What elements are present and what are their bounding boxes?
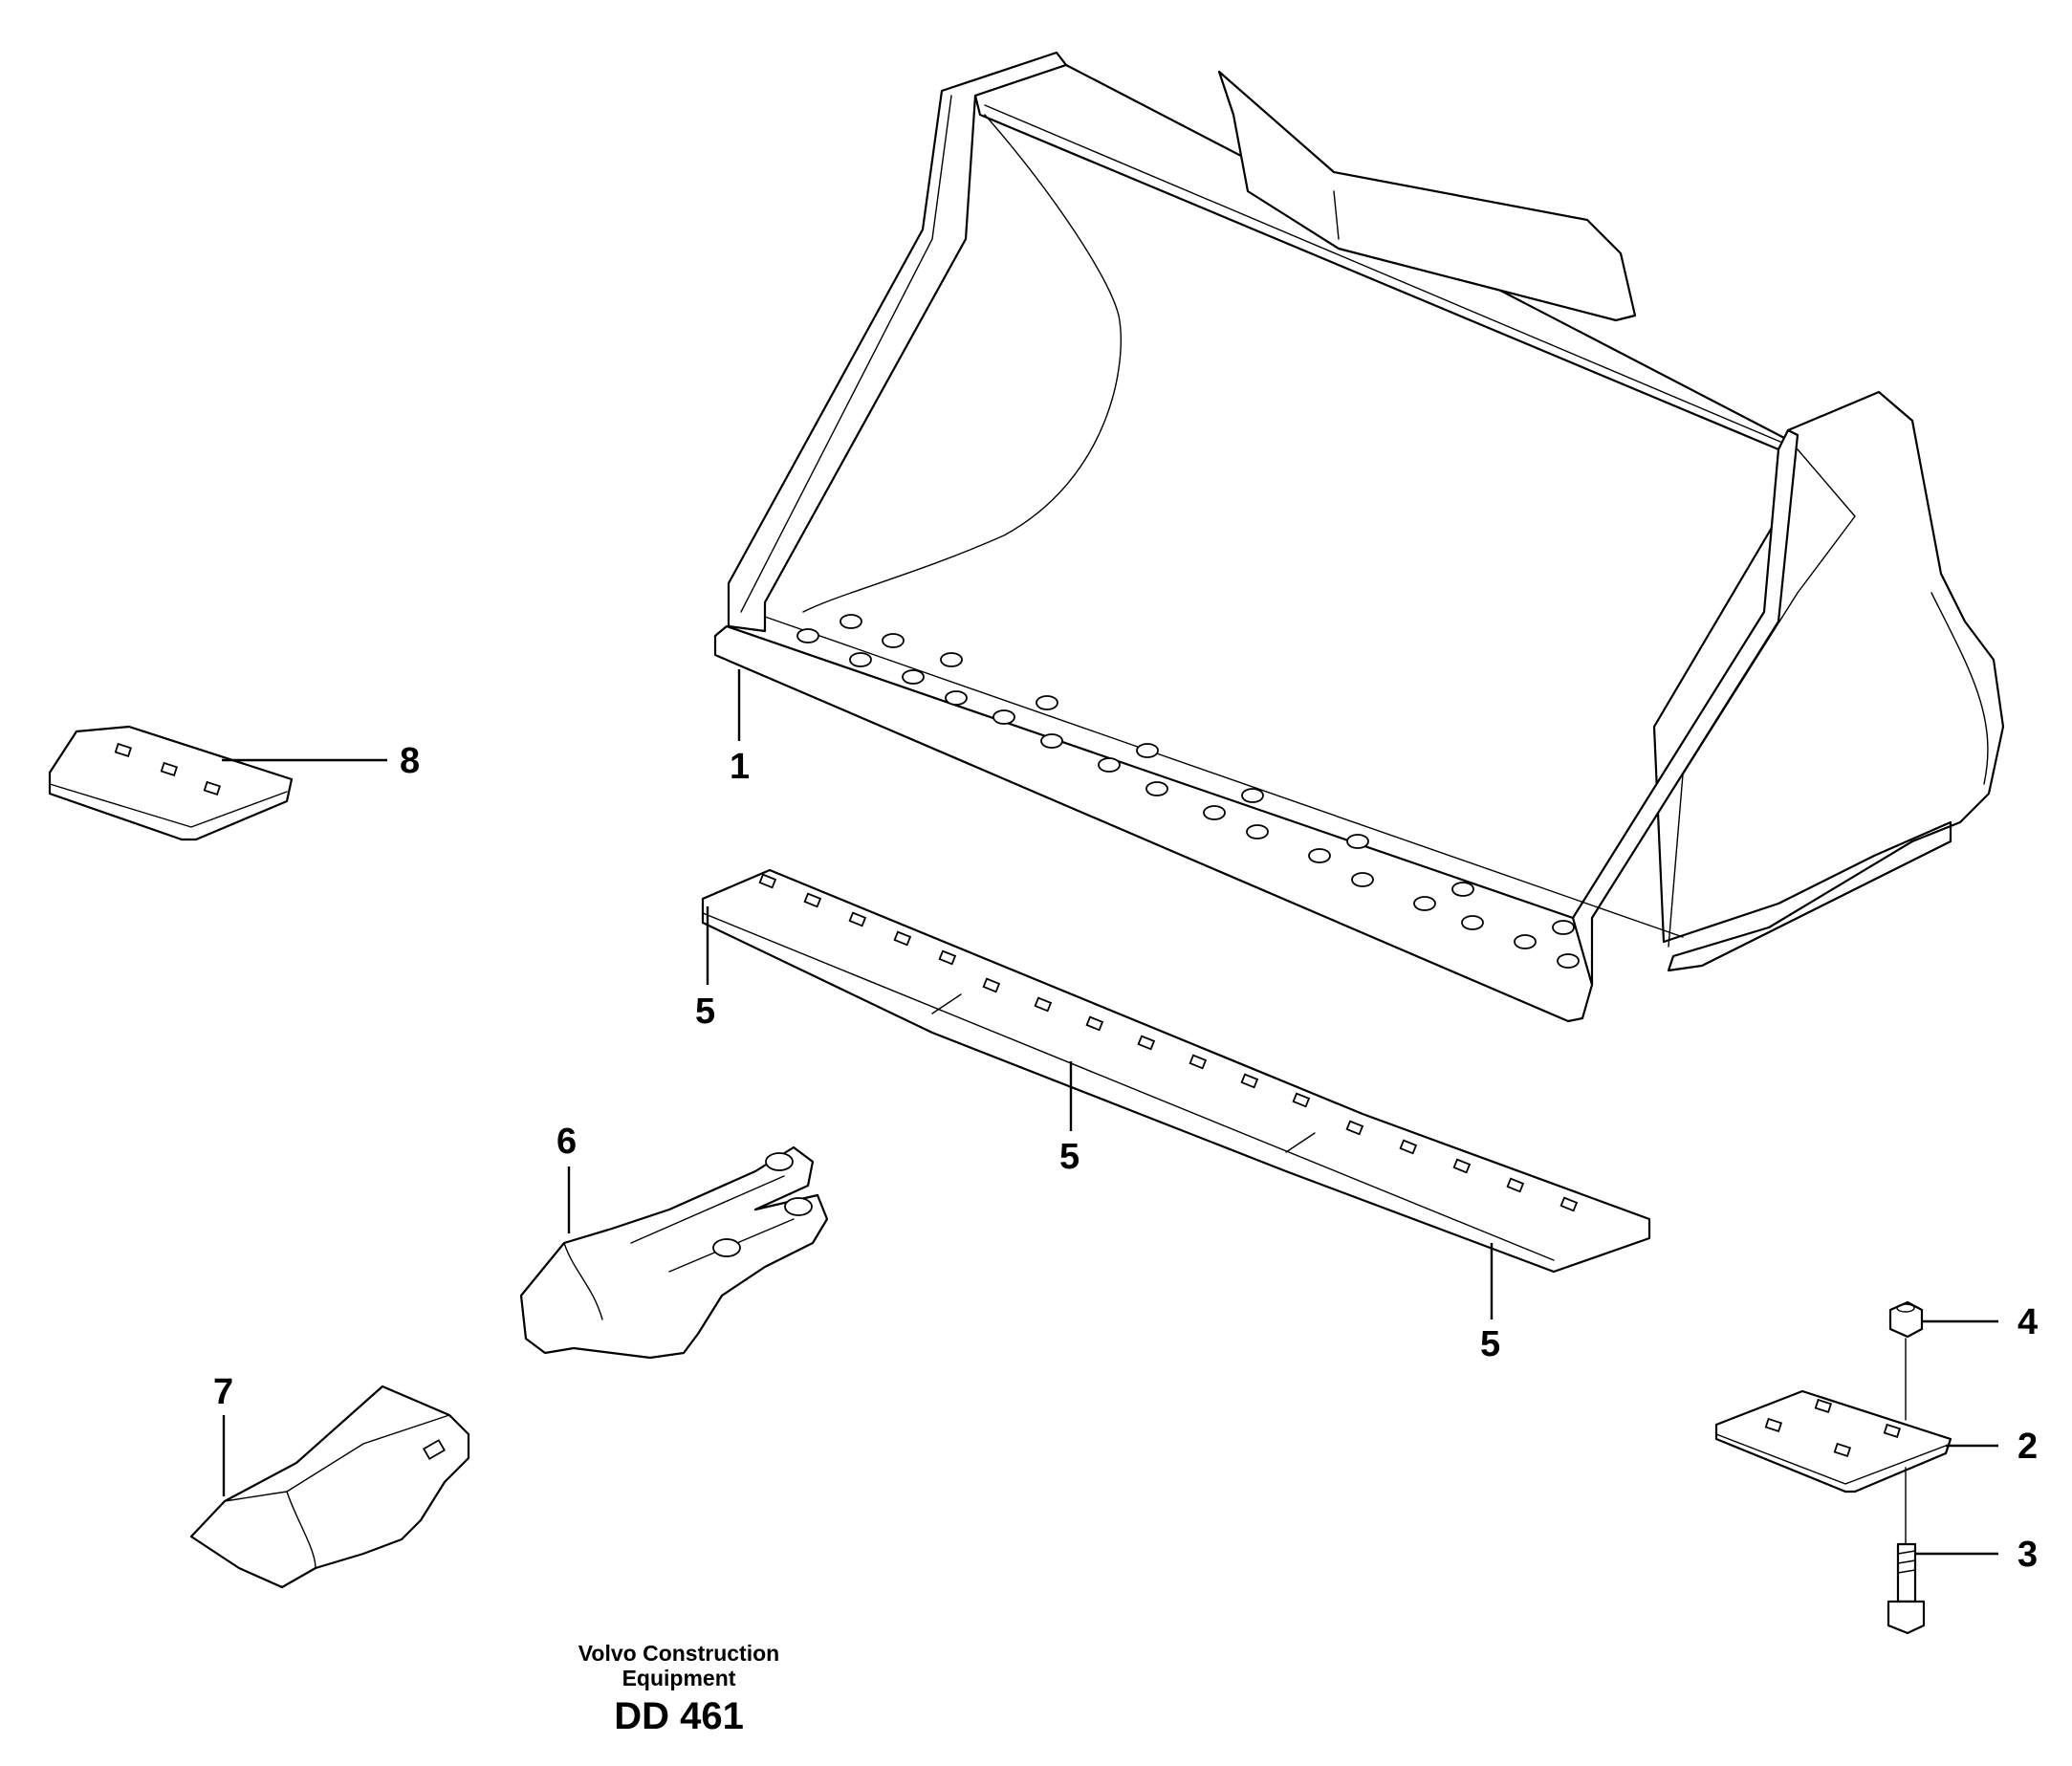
callout-6: 6 <box>556 1122 577 1162</box>
leader-lines <box>222 669 1998 1556</box>
bucket-mounting-holes <box>796 614 1580 969</box>
callout-1: 1 <box>730 747 750 787</box>
cutting-edge-bolt-holes <box>758 873 1579 1212</box>
callout-4: 4 <box>2017 1302 2038 1342</box>
caption-drawing-code: DD 461 <box>614 1695 744 1737</box>
bolt-3-drawing <box>1887 1467 1926 1635</box>
plate-2-drawing <box>1714 1389 1952 1493</box>
callout-5-middle: 5 <box>1059 1137 1080 1177</box>
callout-5-right: 5 <box>1480 1324 1500 1364</box>
callout-2: 2 <box>2017 1427 2038 1467</box>
callout-8: 8 <box>400 741 420 781</box>
callout-7: 7 <box>213 1372 233 1412</box>
callout-5-left: 5 <box>695 992 715 1032</box>
caption-manufacturer-line1: Volvo Construction <box>578 1641 779 1666</box>
tooth-drawing <box>189 1384 470 1589</box>
nut-4-drawing <box>1888 1300 1924 1421</box>
callout-3: 3 <box>2017 1535 2038 1575</box>
segment-8-drawing <box>48 725 294 841</box>
cutting-edge-segments-drawing <box>701 868 1651 1274</box>
tooth-adapter-drawing <box>519 1145 829 1360</box>
caption-manufacturer-line2: Equipment <box>622 1666 736 1690</box>
bucket-drawing <box>713 51 2005 1023</box>
